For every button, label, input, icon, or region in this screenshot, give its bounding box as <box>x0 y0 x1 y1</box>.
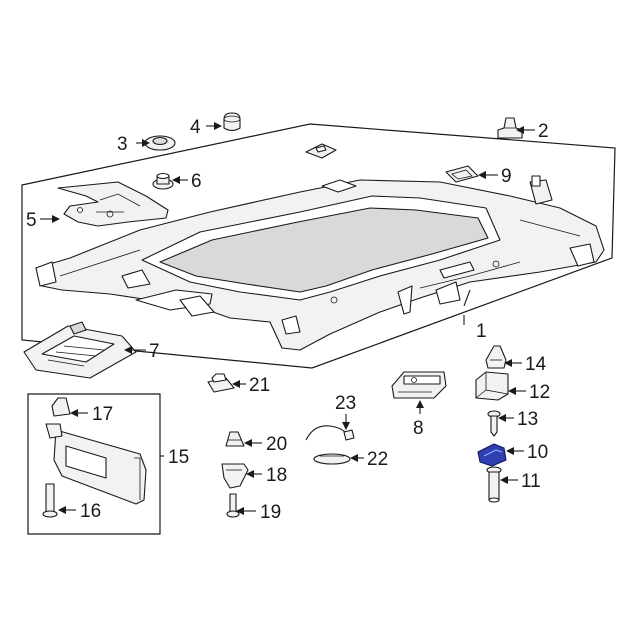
label-23: 23 <box>335 393 356 414</box>
label-3: 3 <box>117 134 128 155</box>
screw-13 <box>487 410 501 437</box>
bezel-9 <box>445 165 479 183</box>
label-9: 9 <box>501 166 512 187</box>
wire-23 <box>305 425 355 441</box>
label-5: 5 <box>26 210 37 231</box>
visor-group-box <box>27 393 161 535</box>
bracket-right <box>529 175 553 205</box>
pin-11 <box>486 466 502 503</box>
push-pin-2 <box>497 117 523 139</box>
label-16: 16 <box>80 501 101 522</box>
label-20: 20 <box>266 434 287 455</box>
grommet-3 <box>144 135 176 151</box>
push-clip-14 <box>485 345 507 369</box>
bolt-16 <box>42 483 58 518</box>
callouts: 1 2 3 4 5 6 7 8 9 10 <box>26 117 550 523</box>
label-19: 19 <box>260 502 281 523</box>
headliner <box>35 179 605 351</box>
bracket-5 <box>57 181 169 227</box>
lens-22 <box>313 453 351 465</box>
dome-lamp-8 <box>391 371 447 399</box>
label-4: 4 <box>190 117 201 138</box>
label-12: 12 <box>529 382 550 403</box>
label-7: 7 <box>149 341 160 362</box>
label-11: 11 <box>521 471 541 492</box>
clip-21 <box>207 373 235 393</box>
label-22: 22 <box>367 449 388 470</box>
label-10: 10 <box>527 442 548 463</box>
label-18: 18 <box>266 465 287 486</box>
assembly-frame <box>21 123 616 369</box>
retainer-12 <box>475 371 509 401</box>
cap-4 <box>223 112 241 132</box>
label-8: 8 <box>413 418 424 439</box>
label-2: 2 <box>538 121 549 142</box>
plug-6 <box>152 172 174 190</box>
label-15: 15 <box>168 447 189 468</box>
console-7 <box>23 321 137 379</box>
label-21: 21 <box>249 375 270 396</box>
label-1: 1 <box>476 321 487 342</box>
label-6: 6 <box>191 171 202 192</box>
label-17: 17 <box>92 404 113 425</box>
sun-visor <box>45 423 147 505</box>
clip-10-highlighted <box>477 443 507 467</box>
label-13: 13 <box>517 409 538 430</box>
cover-18 <box>221 463 249 489</box>
frame-clip <box>305 143 337 159</box>
clip-20 <box>225 431 245 447</box>
screw-19 <box>226 493 240 518</box>
label-14: 14 <box>525 354 547 375</box>
visor-clip-17 <box>51 397 71 417</box>
